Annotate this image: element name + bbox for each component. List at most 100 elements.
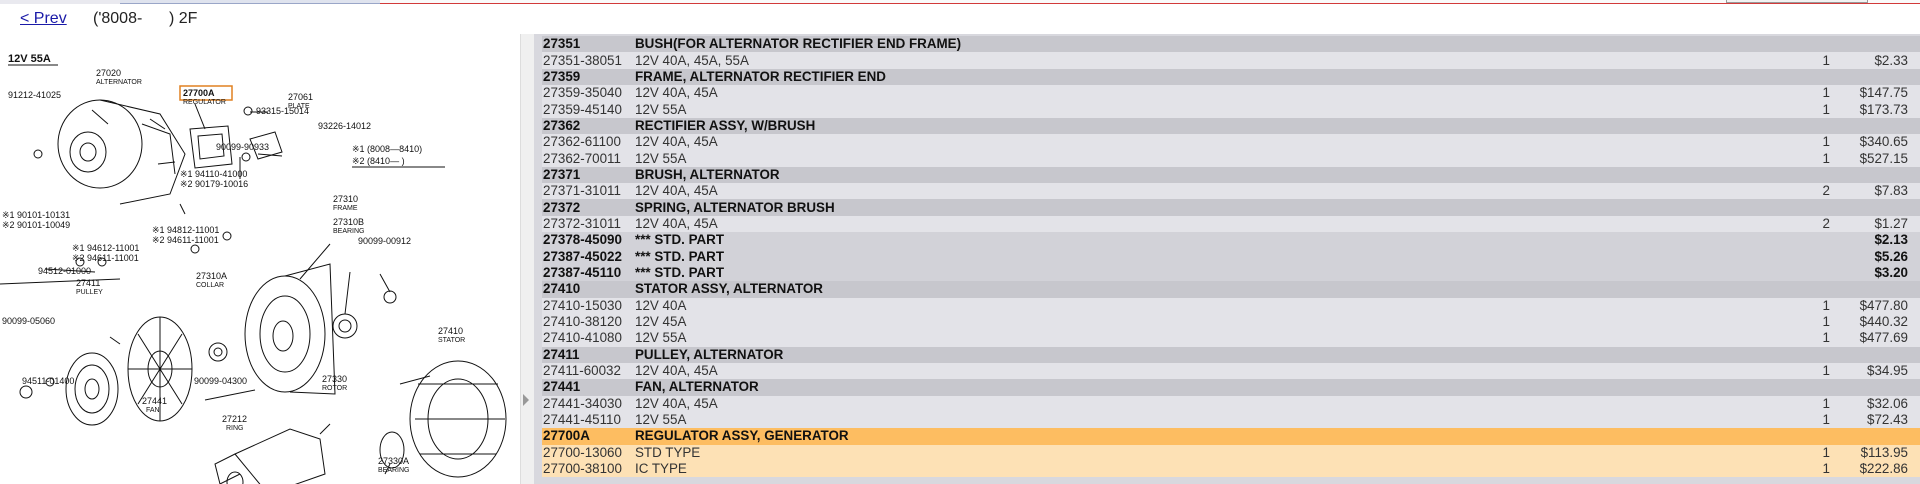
part-number-cell[interactable]: 27359-35040	[542, 85, 634, 102]
part-description-cell: SPRING, ALTERNATOR BRUSH	[634, 199, 1724, 216]
part-row[interactable]: 27387-45110*** STD. PART$3.20	[542, 264, 1920, 282]
part-number-cell[interactable]: 27700-13060	[542, 444, 634, 461]
part-description-cell: FAN, ALTERNATOR	[634, 379, 1724, 396]
part-number-cell[interactable]: 27378-45090	[542, 232, 634, 249]
price-cell: $222.86	[1834, 460, 1920, 478]
part-number-cell[interactable]: 27362-61100	[542, 134, 634, 151]
part-description-cell: 12V 40A, 45A	[634, 215, 1724, 233]
part-description-cell: 12V 55A	[634, 150, 1724, 167]
label-90099a: 90099-90933	[216, 142, 269, 152]
price-cell: $32.06	[1834, 395, 1920, 412]
part-number-cell[interactable]: 27441	[542, 379, 634, 396]
alternator-drawing	[57, 99, 186, 205]
quantity-cell	[1724, 428, 1834, 445]
label-90099d: 90099-04300	[194, 376, 247, 386]
price-cell: $147.75	[1834, 85, 1920, 102]
label-90101b: ※2 90101-10049	[2, 220, 70, 230]
part-number-cell[interactable]: 27387-45022	[542, 248, 634, 265]
quantity-cell	[1724, 281, 1834, 298]
part-description-cell: *** STD. PART	[634, 232, 1724, 249]
part-number-cell[interactable]: 27359	[542, 68, 634, 86]
label-ring: RING	[226, 425, 244, 432]
price-cell	[1834, 117, 1920, 135]
price-cell: $3.20	[1834, 264, 1920, 282]
quantity-cell: 1	[1724, 313, 1834, 331]
part-number-cell[interactable]: 27387-45110	[542, 264, 634, 282]
part-row[interactable]: 27378-45090*** STD. PART$2.13	[542, 232, 1920, 249]
part-number-cell[interactable]: 27372	[542, 199, 634, 216]
regulator-highlight	[179, 85, 233, 101]
part-number-cell[interactable]: 27410-38120	[542, 313, 634, 331]
label-27020: 27020	[96, 68, 121, 78]
label-27411: 27411	[76, 278, 100, 288]
part-description-cell: 12V 40A, 45A	[634, 183, 1724, 200]
label-27700A[interactable]: 27700A	[183, 88, 215, 98]
part-number-cell[interactable]: 27410	[542, 281, 634, 298]
label-collar: COLLAR	[196, 282, 224, 289]
part-number-cell[interactable]: 27351	[542, 36, 634, 53]
part-number-cell[interactable]: 27372-31011	[542, 215, 634, 233]
part-number-cell[interactable]: 27700-38100	[542, 460, 634, 478]
quantity-cell	[1724, 248, 1834, 265]
nav-bar: < Prev ('8008- ) 2F	[0, 4, 1920, 34]
label-27310b: 27310B	[333, 217, 364, 227]
part-number-cell[interactable]: 27359-45140	[542, 101, 634, 118]
pane-splitter[interactable]	[520, 34, 535, 484]
price-cell: $5.26	[1834, 248, 1920, 265]
price-cell: $113.95	[1834, 444, 1920, 461]
part-number-cell[interactable]: 27410-15030	[542, 297, 634, 314]
part-number-cell[interactable]: 27362	[542, 117, 634, 135]
search-box-fragment[interactable]	[1726, 0, 1868, 3]
quantity-cell: 1	[1724, 395, 1834, 412]
part-number-cell[interactable]: 27441-45110	[542, 411, 634, 429]
price-cell	[1834, 281, 1920, 298]
url-bar-fragment	[380, 0, 1920, 4]
part-number-cell[interactable]: 27700A	[542, 428, 634, 445]
label-bearing: BEARING	[333, 228, 365, 235]
quantity-cell: 1	[1724, 150, 1834, 167]
quantity-cell	[1724, 264, 1834, 282]
prev-link[interactable]: < Prev	[20, 10, 67, 27]
exploded-view-svg: 12V 55A ※1 (8008—8410) ※2 (8410— ) 27020…	[0, 53, 507, 484]
part-number-cell[interactable]: 27371	[542, 166, 634, 184]
part-number-cell[interactable]: 27410-41080	[542, 330, 634, 347]
part-number-cell[interactable]: 27362-70011	[542, 150, 634, 167]
part-description-cell: 12V 40A, 45A	[634, 362, 1724, 380]
part-number-cell[interactable]: 27371-31011	[542, 183, 634, 200]
part-description-cell: 12V 55A	[634, 101, 1724, 118]
part-number-cell[interactable]: 27351-38051	[542, 52, 634, 69]
collapse-arrow-icon[interactable]	[523, 394, 529, 406]
part-row[interactable]: 27387-45022*** STD. PART$5.26	[542, 248, 1920, 265]
part-number-cell[interactable]: 27411-60032	[542, 362, 634, 380]
price-cell: $2.33	[1834, 52, 1920, 69]
label-plate: PLATE	[288, 103, 310, 110]
label-93226: 93226-14012	[318, 121, 371, 131]
part-description-cell: 12V 40A, 45A, 55A	[634, 52, 1724, 69]
part-number-cell[interactable]: 27441-34030	[542, 395, 634, 412]
part-number-cell[interactable]: 27411	[542, 346, 634, 363]
